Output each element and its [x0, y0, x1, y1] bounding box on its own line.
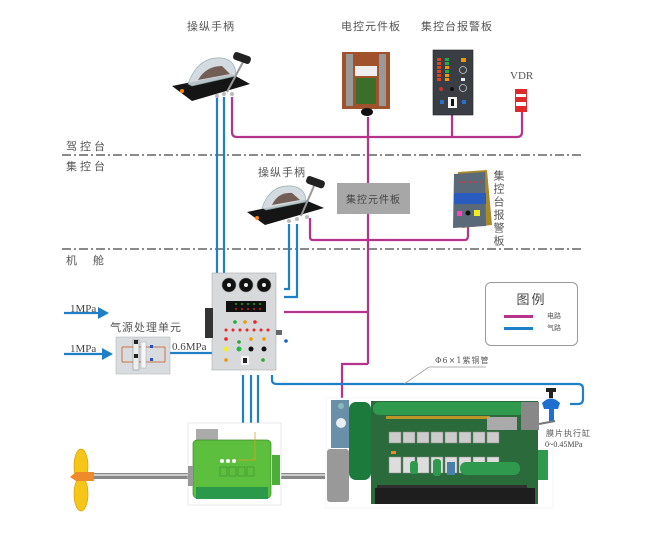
ecr-lever-air-1 — [284, 224, 291, 291]
main-engine — [325, 397, 554, 509]
regulated-pressure-label: 0.6MPa — [172, 341, 207, 353]
vdr-unit[interactable] — [515, 89, 527, 112]
ecr-lever-label: 操纵手柄 — [258, 166, 306, 179]
air-treatment-unit-label: 气源处理单元 — [110, 321, 182, 334]
copper-pipe-label: Φ6×1紫铜管 — [435, 356, 490, 365]
legend-title: 图例 — [516, 293, 547, 308]
supply-pressure-2-label: 1MPa — [70, 343, 97, 355]
diaphragm-actuator[interactable] — [538, 388, 560, 425]
panel-handle-icon — [284, 339, 288, 343]
zone-label-bridge: 驾控台 — [66, 140, 108, 153]
electric-board-connector — [361, 108, 373, 116]
ecr-control-lever[interactable] — [247, 175, 326, 225]
legend-swatch-electric — [504, 315, 533, 318]
bridge-alarm-panel-label: 集控台报警板 — [421, 20, 493, 33]
zone-label-control-room: 集控台 — [66, 160, 108, 173]
copper-pipe-line — [270, 375, 585, 406]
gearbox — [187, 422, 282, 506]
ecr-alarm-panel-label: 集控台报警板 — [492, 170, 505, 248]
bridge-electric-board[interactable] — [342, 52, 390, 116]
copper-pipe-callout — [403, 366, 486, 385]
pneumatic-lines — [64, 97, 585, 425]
ecr-alarm-panel[interactable] — [453, 170, 492, 228]
zone-label-engine-room: 机 舱 — [66, 254, 107, 267]
supply-arrows — [98, 307, 113, 360]
legend-swatch-pneumatic — [504, 327, 533, 330]
supply-pressure-1-label: 1MPa — [70, 303, 97, 315]
legend-item-pneumatic: 气路 — [504, 323, 574, 333]
engine-control-panel[interactable] — [205, 272, 288, 371]
ecr-lever-air-2 — [284, 224, 299, 299]
supply-arrow-2 — [102, 348, 113, 360]
propeller-shaft — [90, 473, 325, 479]
propeller — [70, 448, 94, 512]
actuator-pressure-label: 0~0.45MPa — [545, 440, 583, 449]
legend: 图例 电路 气路 — [485, 282, 578, 346]
air-treatment-unit[interactable] — [115, 336, 171, 375]
vdr-label: VDR — [510, 70, 534, 82]
engine-electric-link — [340, 362, 368, 398]
ecr-electric-board[interactable]: 集控元件板 — [337, 183, 410, 214]
diaphragm-actuator-label: 膜片执行缸 — [546, 429, 591, 438]
legend-label-electric: 电路 — [547, 312, 561, 320]
legend-item-electric: 电路 — [504, 311, 574, 321]
bridge-electric-bus — [230, 97, 524, 139]
bridge-alarm-panel[interactable] — [432, 49, 474, 116]
bridge-electric-board-label: 电控元件板 — [341, 20, 401, 33]
ecr-electric-bus — [308, 218, 470, 242]
electric-lines — [230, 97, 524, 398]
bridge-control-lever[interactable] — [172, 51, 252, 101]
bridge-lever-label: 操纵手柄 — [187, 20, 235, 33]
legend-label-pneumatic: 气路 — [547, 324, 561, 332]
supply-arrow-1 — [98, 307, 109, 319]
